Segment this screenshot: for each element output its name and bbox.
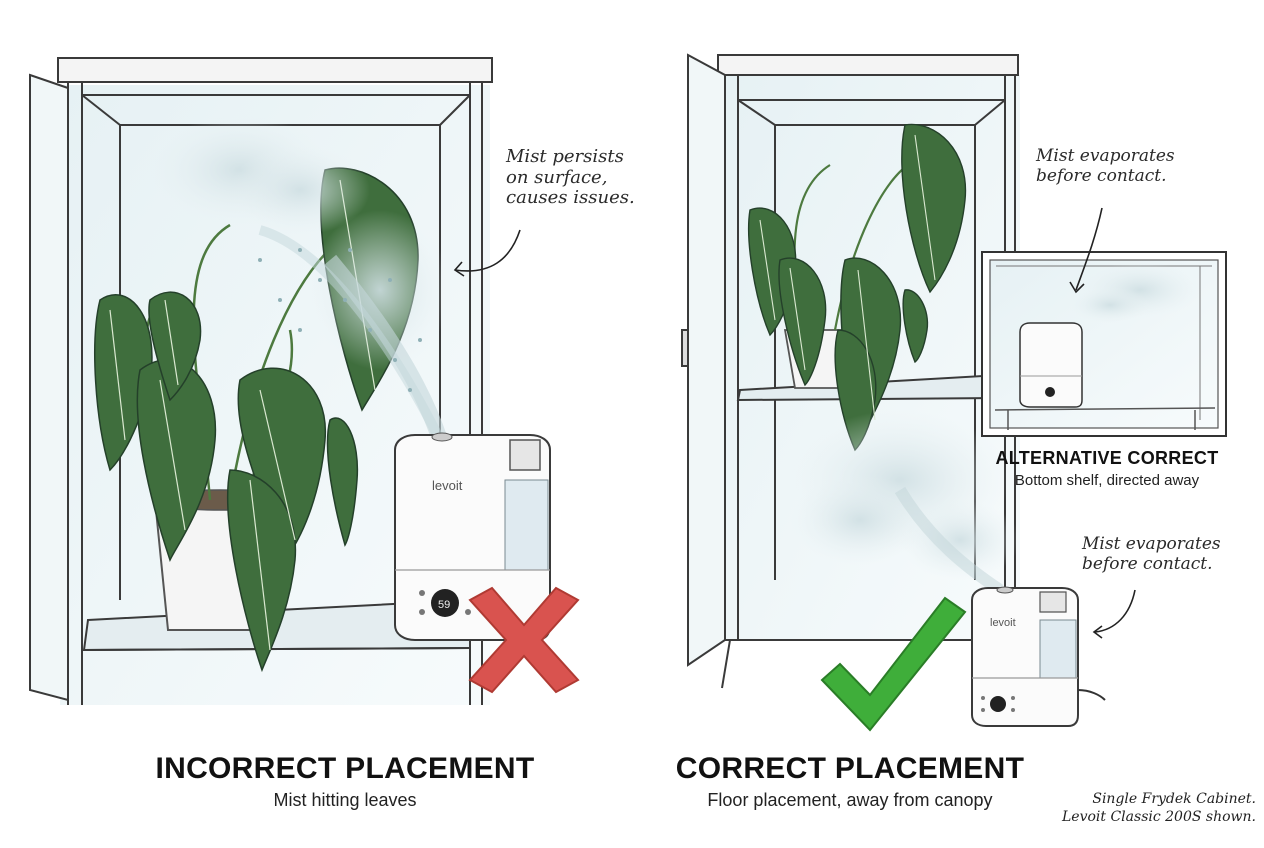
correct-check-icon [820, 596, 967, 732]
left-panel-title: INCORRECT PLACEMENT [155, 752, 535, 785]
right-humidifier: levoit [971, 586, 1106, 727]
inset-note-line-2: before contact. [1036, 165, 1167, 186]
left-mist-cloud [150, 115, 450, 443]
inset-note-arrowhead [1069, 281, 1085, 294]
left-humidifier-display: 59 [438, 599, 450, 611]
right-humidifier-brand: levoit [990, 617, 1016, 629]
floor-note-line-2: before contact. [1082, 553, 1213, 574]
floor-note-arrowhead [1092, 625, 1103, 639]
left-note: Mist persists on surface, causes issues. [506, 146, 635, 209]
incorrect-x-icon [468, 586, 580, 694]
caption-line-2: Levoit Classic 200S shown. [1062, 809, 1256, 826]
left-panel-subtitle: Mist hitting leaves [273, 790, 417, 810]
left-note-line-1: Mist persists [506, 146, 624, 167]
inset-title: ALTERNATIVE CORRECT [995, 448, 1219, 468]
right-floor-mist [790, 410, 1020, 595]
floor-note: Mist evaporates before contact. [1082, 534, 1221, 574]
inset-note-arrow [1075, 207, 1103, 291]
caption-line-1: Single Frydek Cabinet. [1092, 791, 1256, 807]
left-note-line-2: on surface, [506, 166, 608, 188]
inset-note: Mist evaporates before contact. [1036, 146, 1175, 186]
left-humidifier: levoit 59 [394, 432, 551, 641]
left-humidifier-brand: levoit [432, 478, 463, 493]
right-plant [748, 123, 967, 452]
alternative-inset [981, 251, 1227, 437]
image-caption: Single Frydek Cabinet. Levoit Classic 20… [1010, 790, 1256, 826]
right-panel-title: CORRECT PLACEMENT [675, 752, 1025, 785]
floor-note-arrow [1094, 589, 1136, 633]
left-note-line-3: causes issues. [506, 187, 635, 209]
left-note-arrow [454, 229, 521, 272]
inset-subtitle: Bottom shelf, directed away [1014, 472, 1200, 489]
right-panel-subtitle: Floor placement, away from canopy [707, 790, 993, 810]
inset-note-line-1: Mist evaporates [1036, 146, 1175, 166]
floor-note-line-1: Mist evaporates [1082, 534, 1221, 554]
left-note-arrowhead [453, 261, 465, 277]
